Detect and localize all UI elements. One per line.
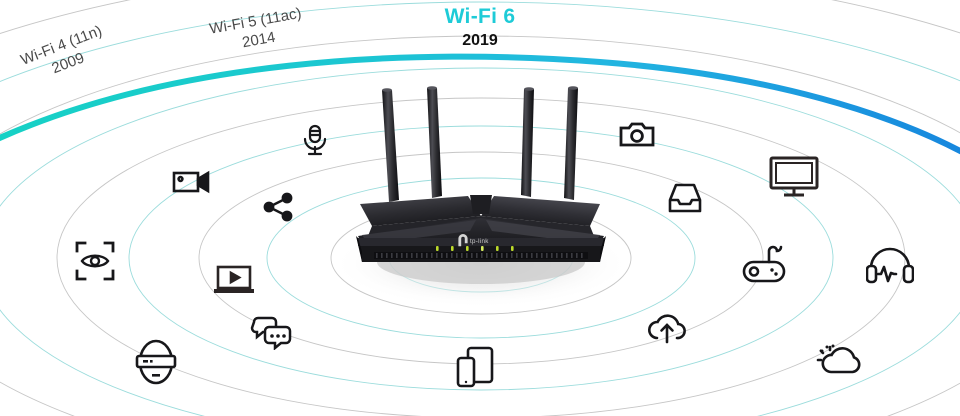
router-edge-right (600, 236, 606, 262)
game-controller-icon (742, 242, 786, 284)
antenna-2 (427, 88, 442, 198)
svg-text:tp-link: tp-link (470, 238, 489, 245)
vr-headset-icon (133, 338, 179, 386)
chat-bubbles-icon (250, 312, 294, 350)
monitor-tv-icon (769, 156, 819, 198)
router-center-post (470, 195, 492, 214)
photo-camera-icon (619, 121, 655, 149)
video-camera-icon (172, 168, 212, 196)
cloud-upload-icon (645, 310, 689, 348)
eye-scan-icon (74, 240, 116, 282)
label-wifi6: Wi-Fi 6 2019 (0, 4, 960, 52)
laptop-video-icon (213, 264, 255, 298)
wifi-evolution-arc (0, 53, 960, 155)
share-nodes-icon (263, 192, 295, 222)
microphone-icon (300, 123, 330, 157)
phone-tablet-icon (455, 345, 495, 389)
router-leds (436, 246, 514, 251)
router-top-right (481, 196, 600, 226)
router-antennas (382, 86, 578, 202)
router-top-left (360, 196, 481, 226)
router-body: tp-link (356, 195, 606, 262)
inbox-tray-icon (666, 182, 704, 214)
router-front-sheen (358, 238, 604, 246)
antenna-3 (521, 89, 534, 197)
antenna-1 (382, 90, 399, 202)
wifi6-year: 2019 (462, 32, 498, 49)
antenna-4 (564, 88, 578, 200)
wifi6-standard: Wi-Fi 6 (444, 5, 516, 28)
sun-cloud-weather-icon (815, 338, 867, 382)
headphones-audio-icon (866, 245, 914, 285)
tp-link-logo: tp-link (458, 234, 489, 247)
router-edge-left (356, 236, 362, 262)
router-vent-teeth (376, 253, 583, 258)
